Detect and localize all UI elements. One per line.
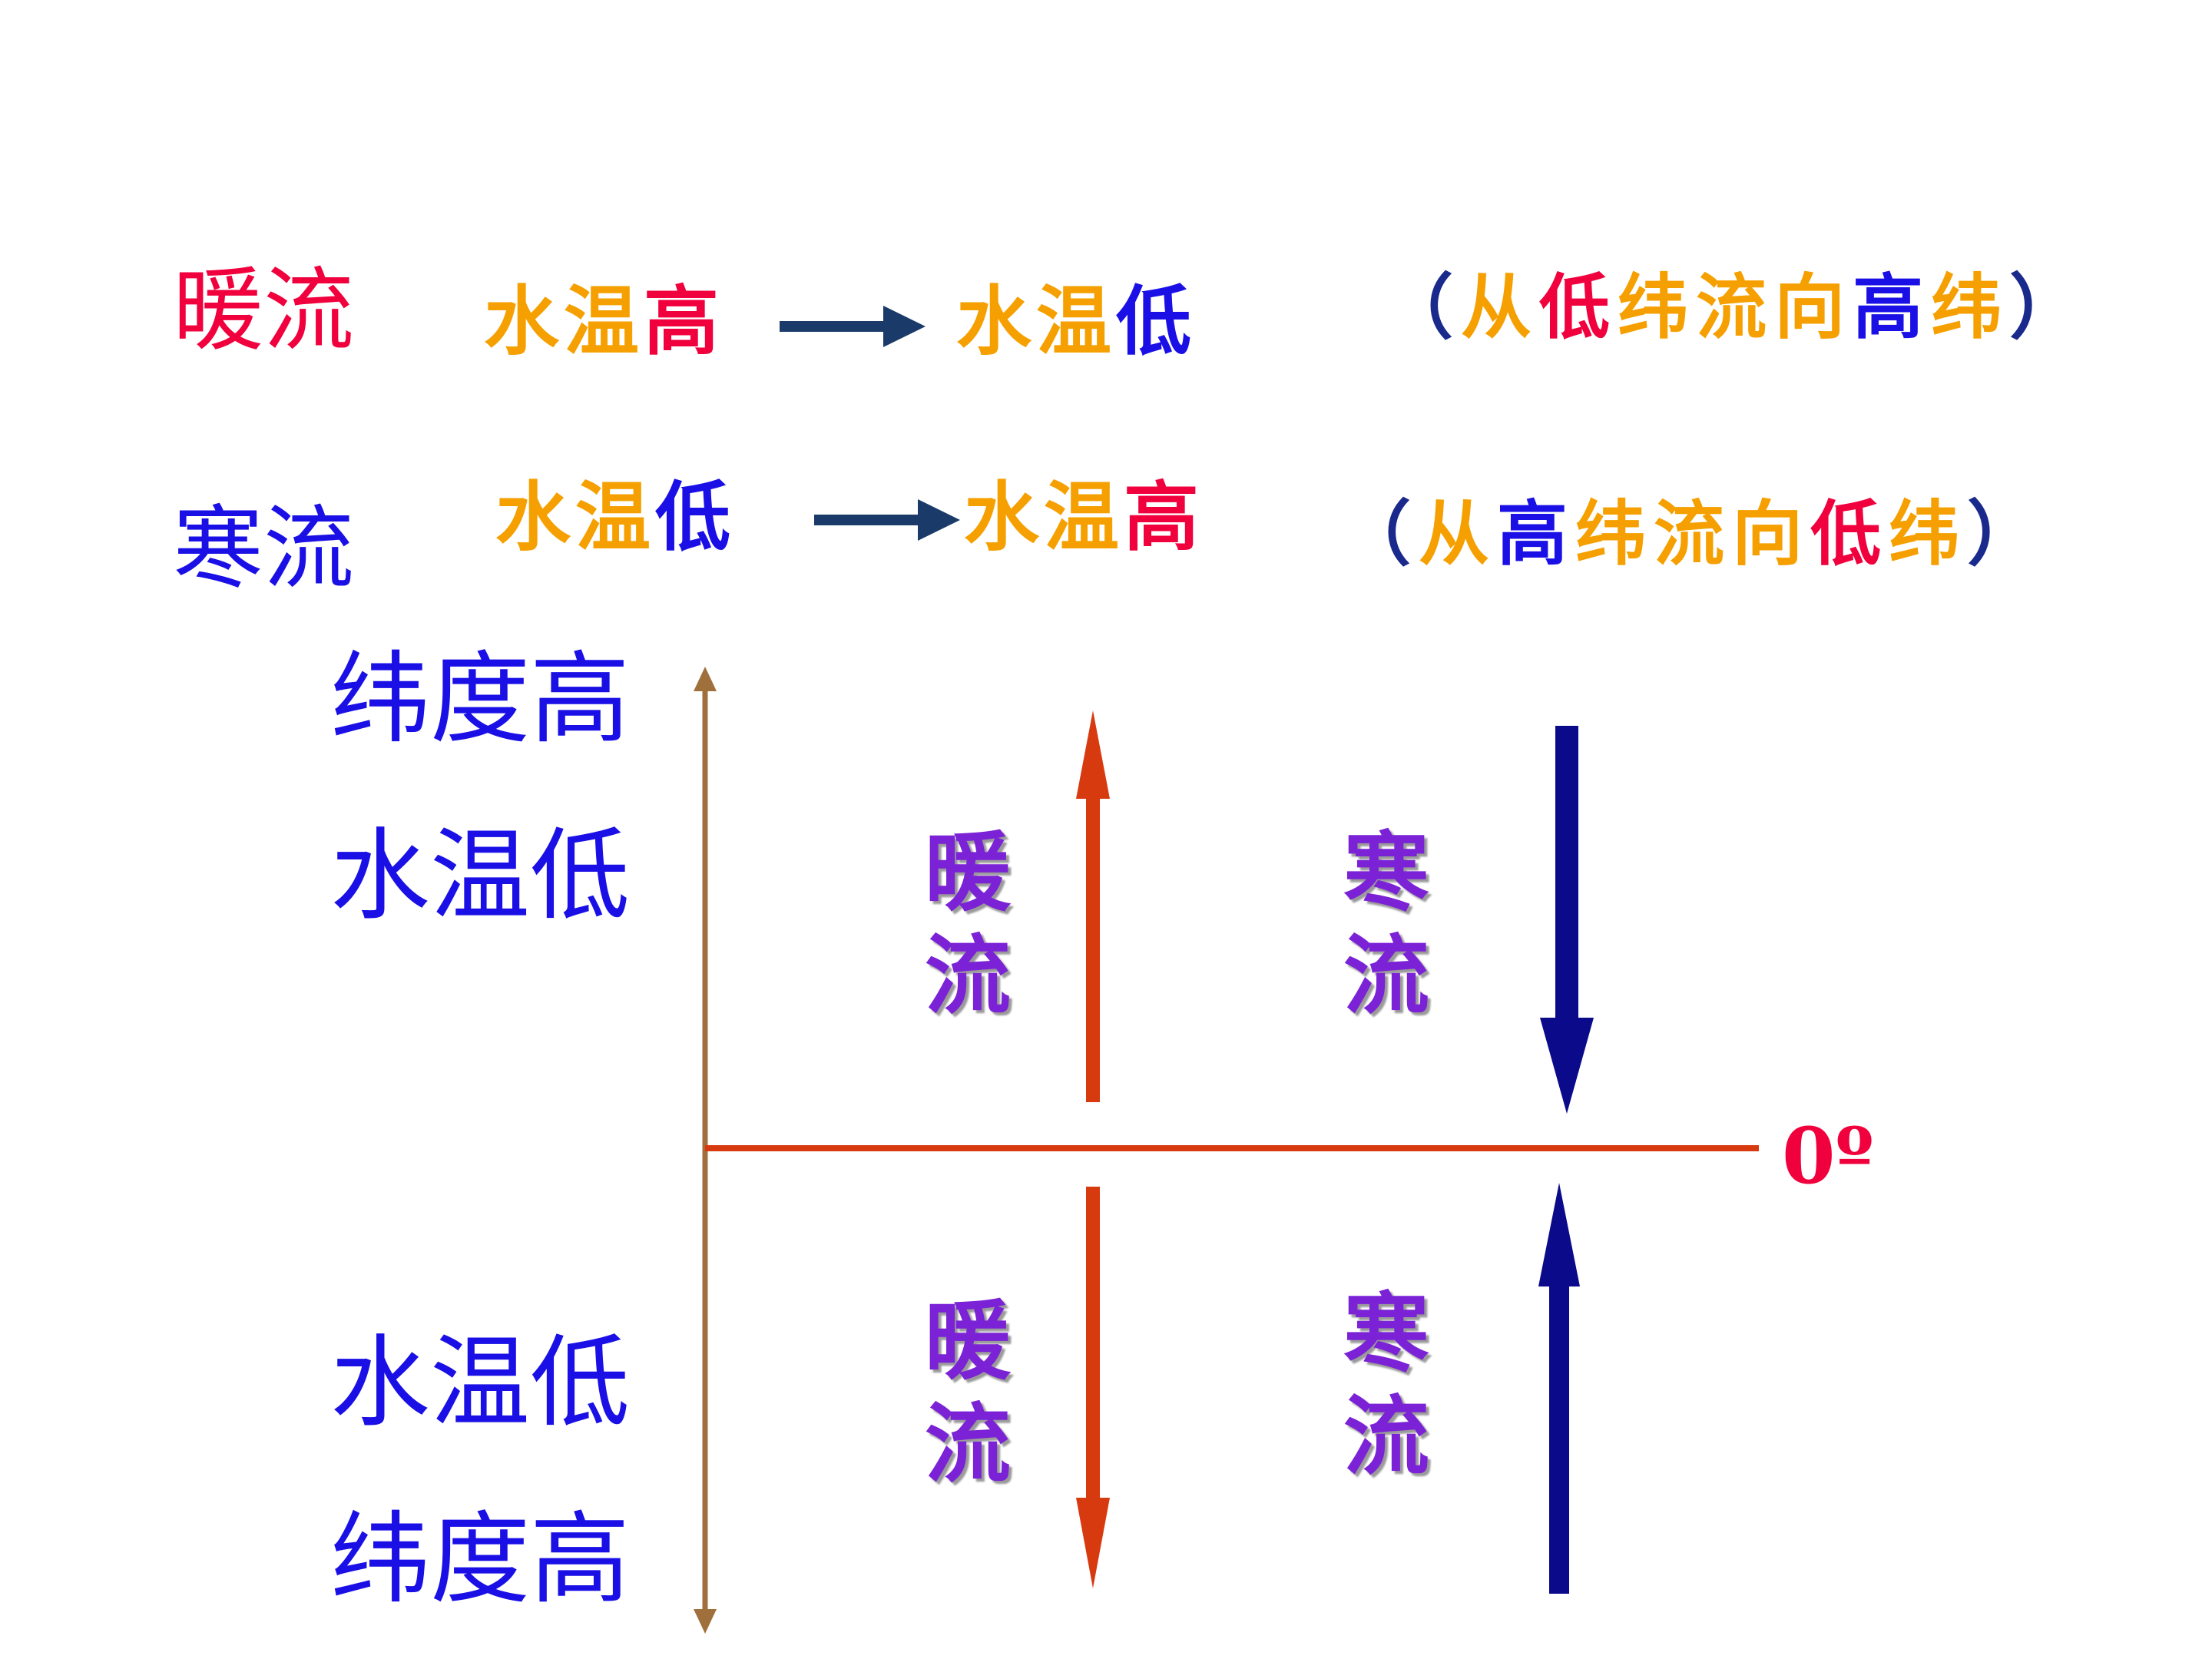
warm-direction-note: （从低纬流向高纬）: [1382, 273, 2088, 343]
north-water-temp-low-label: 水温低: [330, 817, 631, 934]
note-wei: 纬: [1575, 493, 1654, 575]
warm-current-south-label: 暖 流: [922, 1290, 1014, 1497]
south-latitude-high-label: 纬度高: [330, 1501, 631, 1618]
flow-char: 流: [1343, 1386, 1429, 1488]
cold-arrow-north: [1540, 726, 1594, 1114]
note-flow-to: 流向: [1654, 493, 1811, 575]
north-latitude-high-label: 纬度高: [330, 641, 631, 757]
cold-from-prefix: 水温: [495, 474, 656, 561]
flow-char: 流: [925, 1394, 1011, 1495]
note-wei: 纬: [1931, 267, 2010, 349]
cold-arrow-south: [1538, 1183, 1580, 1594]
warm-current-label: 暖流: [173, 257, 355, 363]
note-lat-low: 低: [1539, 267, 1618, 349]
equator-label: 0º: [1782, 1111, 1874, 1201]
cold-current-north-label: 寒 流: [1340, 822, 1432, 1028]
paren-open: （: [1382, 267, 1462, 349]
warm-to-text: 水温低: [956, 284, 1196, 359]
note-from: 从: [1461, 267, 1540, 349]
warm-from-prefix: 水温: [484, 278, 644, 366]
note-lat-high: 高: [1853, 267, 1932, 349]
warm-from-level: 高: [644, 278, 724, 366]
paren-close: ）: [2009, 267, 2088, 349]
cold-current-label: 寒流: [173, 495, 355, 601]
warm-from-text: 水温高: [484, 284, 724, 359]
flow-char: 流: [925, 926, 1011, 1027]
warm-char: 暖: [925, 823, 1011, 923]
note-wei: 纬: [1618, 267, 1697, 349]
note-flow-to: 流向: [1696, 267, 1853, 349]
warm-flow-arrow: [780, 306, 926, 347]
note-wei: 纬: [1889, 493, 1968, 575]
note-from: 从: [1419, 493, 1498, 575]
paren-close: ）: [1967, 493, 2046, 575]
warm-char: 暖: [925, 1291, 1011, 1392]
warm-arrow-south: [1076, 1187, 1110, 1588]
cold-from-text: 水温低: [495, 480, 735, 555]
warm-to-level: 低: [1116, 278, 1197, 366]
note-lat-high: 高: [1497, 493, 1576, 575]
cold-from-level: 低: [655, 474, 736, 561]
warm-arrow-north: [1076, 710, 1110, 1102]
cold-char: 寒: [1343, 1283, 1429, 1384]
cold-to-prefix: 水温: [964, 474, 1124, 561]
note-lat-low: 低: [1810, 493, 1889, 575]
south-water-temp-low-label: 水温低: [330, 1324, 631, 1441]
paren-open: （: [1340, 493, 1419, 575]
cold-to-level: 高: [1124, 474, 1204, 561]
cold-to-text: 水温高: [964, 480, 1204, 555]
cold-char: 寒: [1343, 823, 1429, 923]
cold-flow-arrow: [814, 499, 960, 541]
cold-current-south-label: 寒 流: [1340, 1283, 1432, 1489]
flow-char: 流: [1343, 926, 1429, 1027]
warm-current-north-label: 暖 流: [922, 822, 1014, 1028]
cold-direction-note: （从高纬流向低纬）: [1340, 499, 2045, 570]
warm-to-prefix: 水温: [956, 278, 1117, 366]
